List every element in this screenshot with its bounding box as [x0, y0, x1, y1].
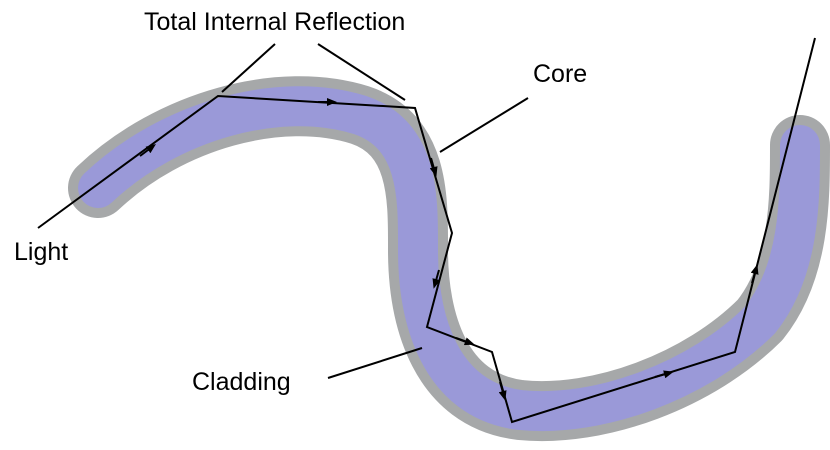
core-leader — [439, 97, 529, 153]
core-tube — [78, 86, 820, 431]
label-light: Light — [14, 238, 69, 266]
ray-arrow-4 — [432, 269, 441, 289]
ray-arrow-7 — [654, 370, 674, 379]
ray-arrow-1 — [139, 144, 156, 157]
ray-arrow-8 — [750, 264, 759, 284]
tir-leader-left — [221, 43, 276, 93]
label-core: Core — [533, 60, 588, 88]
label-cladding: Cladding — [192, 368, 291, 396]
ray-arrow-6 — [498, 381, 507, 401]
cladding-leader — [327, 347, 423, 379]
ray-arrow-3 — [429, 157, 438, 177]
ray-arrow-5 — [455, 337, 475, 346]
label-total-internal-reflection: Total Internal Reflection — [144, 8, 406, 36]
tir-leader-right — [317, 43, 406, 101]
